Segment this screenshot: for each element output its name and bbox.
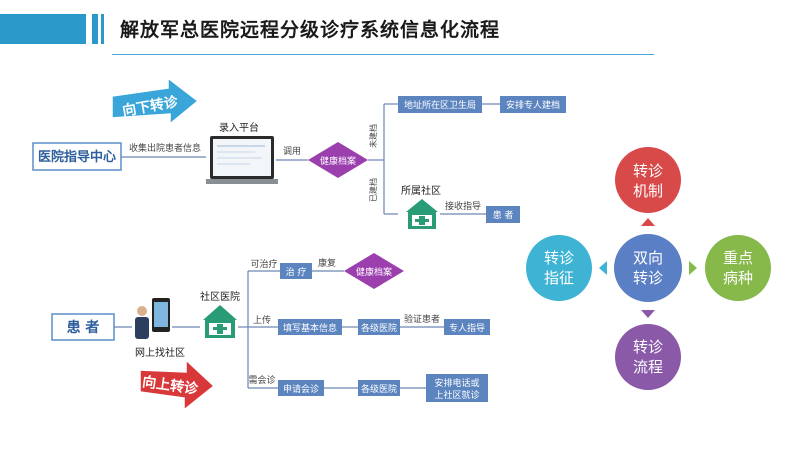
arrange-archive-label: 安排专人建档 bbox=[506, 99, 560, 111]
district-bureau-label: 地址所在区卫生局 bbox=[404, 99, 476, 111]
treatable-label: 可治疗 bbox=[250, 258, 277, 270]
apply-consult-box: 申请会诊 bbox=[278, 380, 324, 396]
mechanism-center-line1: 双向 bbox=[633, 249, 663, 267]
health-archive-diamond-bottom: 健康档案 bbox=[344, 253, 404, 289]
hospitals-label-1: 各级医院 bbox=[361, 322, 397, 334]
header-bar-short bbox=[92, 14, 98, 44]
community-label-top: 所属社区 bbox=[401, 184, 441, 197]
mechanism-left-line2: 指征 bbox=[544, 269, 574, 287]
community-house-icon-bottom bbox=[203, 305, 237, 338]
patient-label-top: 患 者 bbox=[493, 209, 514, 221]
hospitals-box-1: 各级医院 bbox=[358, 319, 400, 335]
hospital-center-box: 医院指导中心 bbox=[32, 142, 122, 171]
mechanism-left-line1: 转诊 bbox=[544, 249, 574, 267]
fill-info-label: 填写基本信息 bbox=[283, 322, 337, 334]
arrange-visit-line1: 安排电话或 bbox=[434, 377, 479, 389]
arrow-down-icon bbox=[641, 310, 655, 318]
patient-box-bottom: 患 者 bbox=[51, 313, 115, 341]
header-bar-long bbox=[0, 14, 86, 44]
platform-label: 录入平台 bbox=[219, 121, 259, 134]
mechanism-bottom-line2: 流程 bbox=[633, 358, 663, 376]
patient-label-bottom: 患 者 bbox=[67, 319, 100, 336]
expert-guidance-label: 专人指导 bbox=[449, 322, 485, 334]
treat-box: 治 疗 bbox=[280, 263, 312, 279]
mechanism-center-line2: 转诊 bbox=[633, 269, 663, 287]
hospitals-label-2: 各级医院 bbox=[361, 383, 397, 395]
recover-label: 康复 bbox=[318, 257, 336, 269]
mechanism-top-line1: 转诊 bbox=[633, 162, 663, 180]
mechanism-center-circle: 双向 转诊 bbox=[614, 234, 682, 302]
arrange-visit-line2: 上社区就诊 bbox=[434, 389, 479, 401]
collect-info-label: 收集出院患者信息 bbox=[129, 142, 201, 154]
apply-consult-label: 申请会诊 bbox=[283, 383, 319, 395]
online-label: 网上找社区 bbox=[135, 346, 185, 359]
not-built-label: 未建档 bbox=[368, 124, 378, 148]
expert-guidance-box: 专人指导 bbox=[444, 319, 490, 335]
upload-label: 上传 bbox=[253, 314, 271, 326]
arrow-left-icon bbox=[599, 261, 607, 275]
person-phone-icon bbox=[135, 298, 170, 339]
community-house-icon-top bbox=[406, 199, 438, 229]
district-bureau-box: 地址所在区卫生局 bbox=[398, 96, 482, 113]
mechanism-bottom-line1: 转诊 bbox=[633, 338, 663, 356]
health-archive-diamond-top: 健康档案 bbox=[308, 142, 368, 178]
community-hospital-label: 社区医院 bbox=[200, 290, 240, 303]
page-title: 解放军总医院远程分级诊疗系统信息化流程 bbox=[120, 19, 501, 41]
fill-info-box: 填写基本信息 bbox=[278, 319, 342, 335]
mechanism-left-circle: 转诊 指征 bbox=[526, 235, 592, 301]
mechanism-bottom-circle: 转诊 流程 bbox=[615, 324, 681, 390]
mechanism-right-circle: 重点 病种 bbox=[705, 235, 771, 301]
hospital-center-label: 医院指导中心 bbox=[38, 149, 116, 165]
mechanism-right-line1: 重点 bbox=[723, 249, 753, 267]
receive-guidance-label: 接收指导 bbox=[445, 200, 481, 212]
hospitals-box-2: 各级医院 bbox=[358, 380, 400, 396]
verify-label: 验证患者 bbox=[404, 313, 440, 325]
mechanism-right-line2: 病种 bbox=[723, 269, 753, 287]
arrange-visit-box: 安排电话或 上社区就诊 bbox=[426, 374, 488, 402]
arrow-up-icon bbox=[641, 218, 655, 226]
health-archive-label-top: 健康档案 bbox=[320, 155, 356, 167]
built-label: 已建档 bbox=[368, 178, 378, 202]
health-archive-label-bottom: 健康档案 bbox=[356, 266, 392, 278]
arrange-archive-box: 安排专人建档 bbox=[500, 96, 566, 113]
upward-referral-arrow: 向上转诊 bbox=[139, 358, 216, 412]
mechanism-top-line2: 机制 bbox=[633, 182, 663, 200]
monitor-icon bbox=[206, 136, 278, 184]
treat-label: 治 疗 bbox=[286, 266, 307, 278]
arrow-right-icon bbox=[689, 261, 697, 275]
call-label: 调用 bbox=[283, 146, 301, 157]
patient-box-top: 患 者 bbox=[486, 206, 520, 223]
downward-referral-arrow: 向下转诊 bbox=[111, 76, 200, 126]
consult-label: 需会诊 bbox=[248, 374, 275, 386]
mechanism-top-circle: 转诊 机制 bbox=[615, 147, 681, 213]
header-bar-thin bbox=[101, 14, 104, 44]
header-divider bbox=[112, 54, 654, 55]
